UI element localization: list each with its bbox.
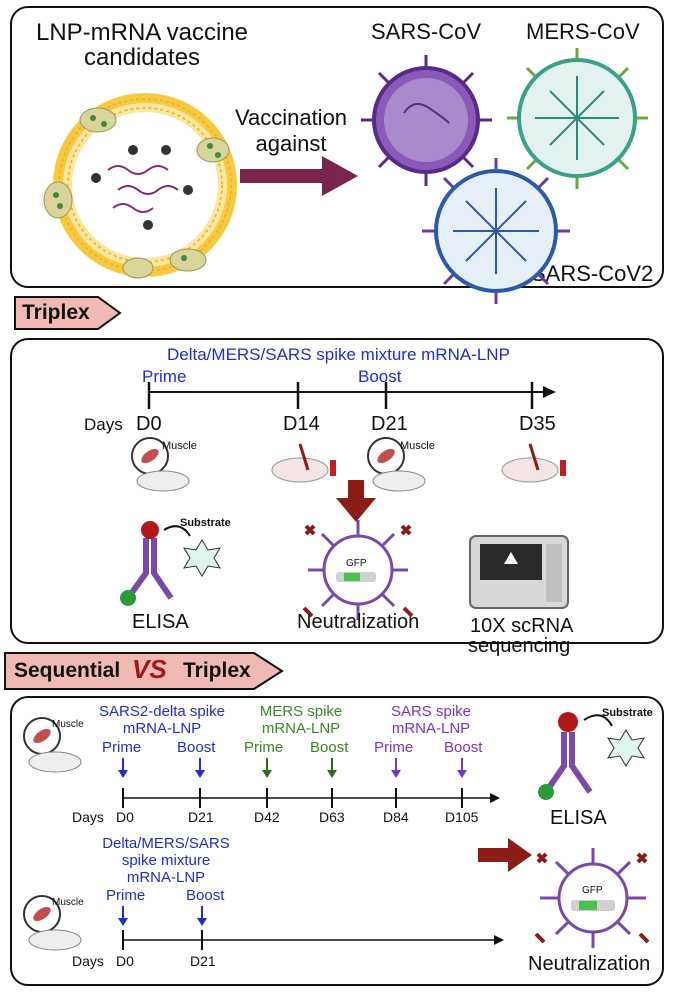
sequential-vs-triplex-banner-shape [4, 652, 284, 690]
seq-prime-2: Prime [244, 739, 284, 756]
sars-cov2-virus-icon [422, 158, 570, 304]
elisa-label-seq: ELISA [550, 807, 607, 829]
elisa-antibody-icon [120, 521, 221, 606]
muscle-label-seq: Muscle [52, 719, 84, 730]
vaccination-arrow [240, 156, 358, 196]
triplex-protocol-panel: Delta/MERS/SARS spike mixture mRNA-LNP P… [10, 338, 664, 644]
triplex-banner-shape [14, 296, 122, 330]
arrow-label-against: against [255, 131, 327, 156]
neutralization-virus-icon-seq [534, 848, 650, 948]
seq-tick-d0: D0 [116, 809, 134, 825]
mix-label-line2: spike mixture [121, 852, 211, 869]
group2-label: MERS spike [259, 703, 343, 720]
neutralization-label-seq: Neutralization [528, 953, 651, 975]
virus-label-sars-cov: SARS-CoV [371, 19, 482, 44]
right-arrow-icon [478, 838, 532, 872]
neutralization-label: Neutralization [297, 611, 420, 633]
mouse-blood-draw-icon-d35 [501, 443, 566, 483]
substrate-label: Substrate [180, 517, 231, 529]
sequential-vs-triplex-panel: SARS2-delta spike mRNA-LNP MERS spike mR… [10, 696, 664, 986]
mouse-injection-icon-d0 [131, 437, 190, 492]
tri-boost: Boost [186, 887, 225, 904]
vaccine-overview-panel: LNP-mRNA vaccine candidates V [10, 6, 664, 304]
seq-boost-1: Boost [177, 739, 216, 756]
sars-cov-virus-icon [361, 55, 492, 186]
sequential-timeline [118, 758, 500, 808]
seq-tick-d42: D42 [254, 809, 280, 825]
mouse-injection-icon-d21 [367, 437, 426, 492]
triplex-banner-label: Triplex [22, 301, 90, 324]
arrow-label-vaccination: Vaccination [234, 105, 348, 130]
seq-prime-3: Prime [374, 739, 414, 756]
mouse-injection-icon-tri [23, 895, 82, 951]
mouse-blood-draw-icon-d14 [271, 443, 336, 483]
triplex-timeline-2 [118, 906, 504, 950]
gfp-label: GFP [346, 558, 367, 569]
group1-label: SARS2-delta spike [99, 703, 225, 720]
mix-label-line3: mRNA-LNP [126, 869, 206, 886]
seq-boost-3: Boost [444, 739, 483, 756]
days-label: Days [84, 415, 123, 434]
lnp-particle-illustration [43, 93, 237, 279]
tri-tick-d0: D0 [116, 953, 134, 969]
lnp-title: LNP-mRNA vaccine candidates [35, 19, 249, 72]
group2-label-line2: mRNA-LNP [261, 720, 341, 737]
gfp-label-seq: GFP [582, 885, 603, 896]
triplex-timeline [147, 382, 556, 409]
tri-days-label: Days [72, 953, 104, 969]
elisa-label: ELISA [132, 611, 189, 633]
seq-tick-d84: D84 [383, 809, 409, 825]
sequencer-machine-icon [469, 535, 569, 609]
seq-tick-d105: D105 [445, 809, 479, 825]
tick-d21: D21 [371, 413, 408, 435]
group1-label-line2: mRNA-LNP [122, 720, 202, 737]
prime-label: Prime [142, 367, 187, 386]
seq-tick-d63: D63 [319, 809, 345, 825]
seq-tick-d21: D21 [188, 809, 214, 825]
seq-boost-2: Boost [310, 739, 349, 756]
down-arrow-icon [336, 480, 376, 522]
tri-tick-d21: D21 [190, 953, 216, 969]
substrate-label-seq: Substrate [602, 707, 653, 719]
tick-d14: D14 [283, 413, 320, 435]
sequencing-label-line2: sequencing [468, 635, 571, 657]
seq-prime-1: Prime [102, 739, 142, 756]
mixture-label: Delta/MERS/SARS spike mixture mRNA-LNP [167, 345, 510, 364]
virus-label-sars-cov2: SARS-CoV2 [531, 261, 654, 286]
seq-days-label: Days [72, 809, 104, 825]
muscle-label-d21: Muscle [400, 440, 435, 452]
muscle-label-d0: Muscle [162, 440, 197, 452]
muscle-label-tri: Muscle [52, 897, 84, 908]
boost-label: Boost [358, 367, 402, 386]
sequencing-label-line1: 10X scRNA [470, 615, 574, 637]
group3-label: SARS spike [390, 703, 472, 720]
banner-triplex-label: Triplex [183, 659, 251, 682]
banner-vs-label: VS [132, 654, 167, 684]
mers-cov-virus-icon [507, 48, 648, 189]
virus-label-mers-cov: MERS-CoV [526, 19, 640, 44]
tick-d35: D35 [519, 413, 556, 435]
group3-label-line2: mRNA-LNP [391, 720, 471, 737]
banner-sequential-label: Sequential [14, 659, 121, 682]
mix-label-line1: Delta/MERS/SARS [102, 835, 230, 852]
neutralization-virus-icon [302, 520, 414, 620]
tri-prime: Prime [106, 887, 146, 904]
mouse-injection-icon-seq [23, 717, 82, 773]
elisa-antibody-icon-seq [538, 712, 645, 800]
tick-d0: D0 [136, 413, 162, 435]
